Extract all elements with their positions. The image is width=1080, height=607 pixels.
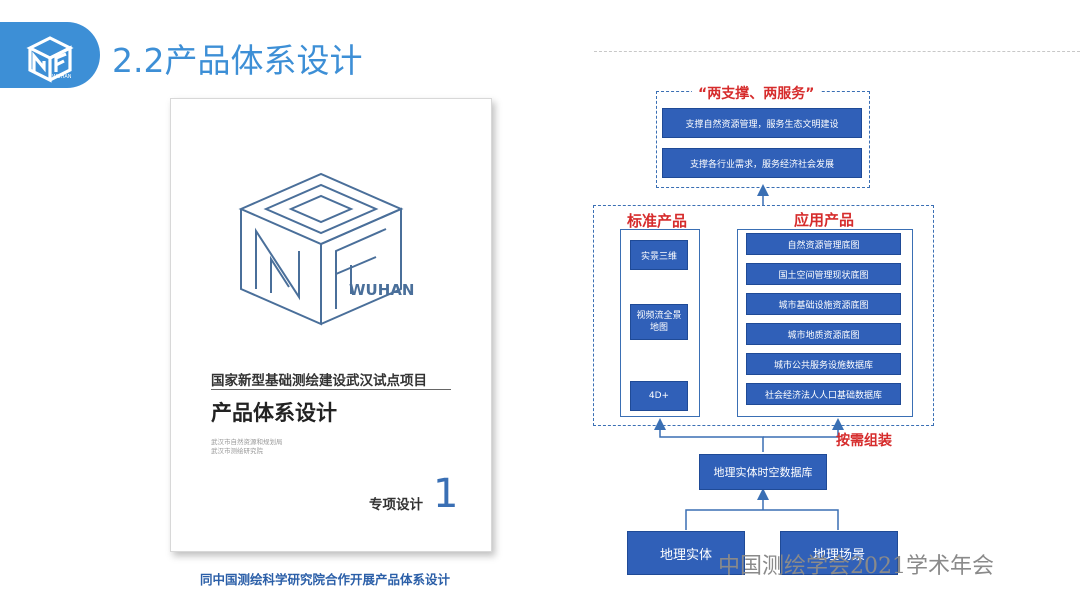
application-item-1: 自然资源管理底图 xyxy=(746,233,901,255)
geo-scene-box: 地理场景 xyxy=(780,531,898,575)
logo-text: WUHAN xyxy=(52,74,72,80)
top-support-label: “两支撑、两服务” xyxy=(692,83,821,103)
spatiotemporal-database-box: 地理实体时空数据库 xyxy=(699,454,827,490)
bottom-branch xyxy=(685,509,839,530)
standard-item-video-map: 视频流全景 地图 xyxy=(630,304,688,340)
application-item-2: 国土空间管理现状底图 xyxy=(746,263,901,285)
standard-item-4d: 4D+ xyxy=(630,381,688,411)
cover-series-label: 专项设计 xyxy=(369,497,423,513)
cover-series-number: 1 xyxy=(433,471,459,517)
application-item-5: 城市公共服务设施数据库 xyxy=(746,353,901,375)
cover-org-1: 武汉市自然资源和规划局 xyxy=(211,438,283,446)
cover-org-2: 武汉市测绘研究院 xyxy=(211,447,263,455)
application-item-4: 城市地质资源底图 xyxy=(746,323,901,345)
application-item-6: 社会经济法人人口基础数据库 xyxy=(746,383,901,405)
conference-watermark: 中国测绘学会2021学术年会 xyxy=(718,554,994,579)
cover-cube-logo: WUHAN xyxy=(238,172,414,326)
cover-logo-text: WUHAN xyxy=(349,281,414,299)
cover-title: 产品体系设计 xyxy=(211,401,337,425)
geo-entity-box: 地理实体 xyxy=(627,531,745,575)
standard-products-label: 标准产品 xyxy=(627,212,688,230)
application-item-3: 城市基础设施资源底图 xyxy=(746,293,901,315)
arrow-to-application xyxy=(763,418,844,438)
cover-caption: 同中国测绘科学研究院合作开展产品体系设计 xyxy=(199,572,450,587)
cover-divider xyxy=(211,389,451,390)
slide-title: 2.2产品体系设计 xyxy=(112,41,363,80)
assemble-label: 按需组装 xyxy=(836,433,892,449)
application-products-label: 应用产品 xyxy=(794,211,855,229)
products-group xyxy=(593,205,934,426)
standard-item-3d: 实景三维 xyxy=(630,240,688,270)
top-support-item-2: 支撑各行业需求，服务经济社会发展 xyxy=(662,148,862,178)
arrow-to-standard xyxy=(654,418,764,452)
book-cover: WUHAN 国家新型基础测绘建设武汉试点项目 产品体系设计 武汉市自然资源和规划… xyxy=(170,98,492,552)
cover-project-name: 国家新型基础测绘建设武汉试点项目 xyxy=(211,373,427,389)
header-divider xyxy=(594,51,1080,52)
nf-logo: WUHAN xyxy=(26,36,74,83)
top-support-item-1: 支撑自然资源管理，服务生态文明建设 xyxy=(662,108,862,138)
